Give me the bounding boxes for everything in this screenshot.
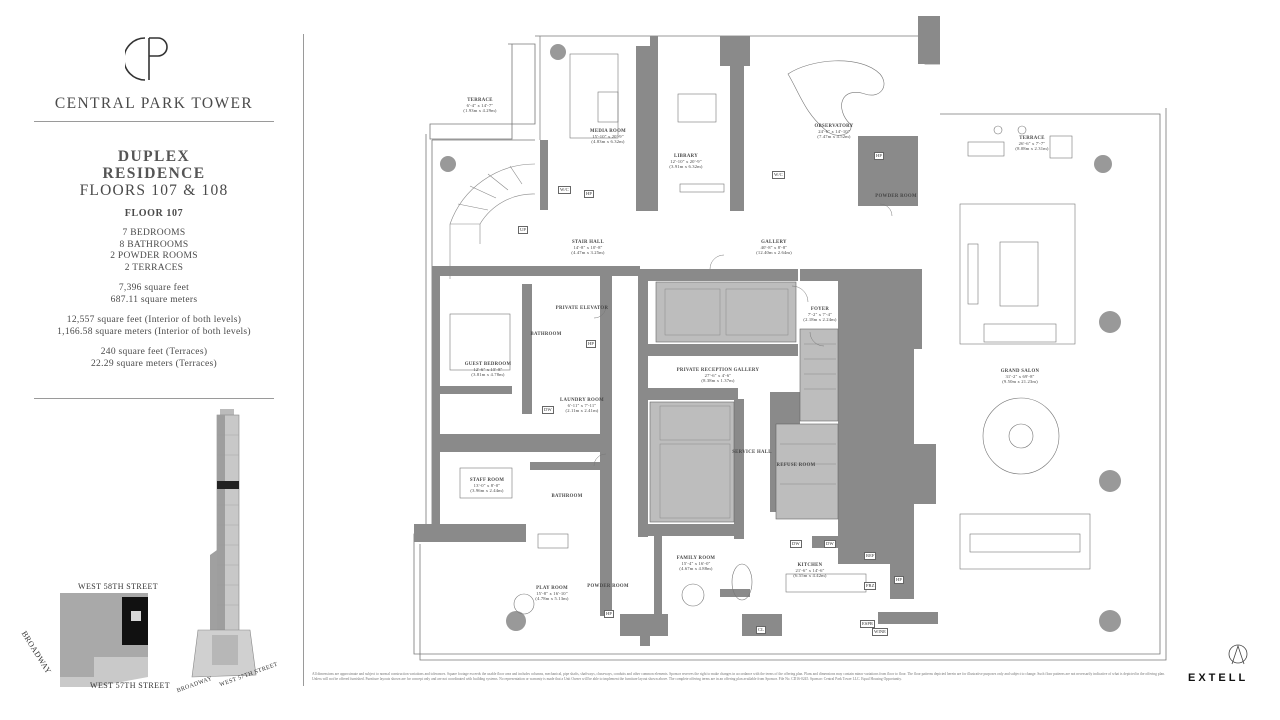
area-terraces-sqm: 22.29 square meters (Terraces): [91, 358, 217, 369]
area-terraces: 240 square feet (Terraces) 22.29 square …: [34, 347, 274, 370]
tag-ref: REF: [864, 552, 877, 560]
site-key-map: [60, 593, 148, 687]
tag-hp: HP: [586, 340, 596, 348]
area-floor: 7,396 square feet 687.11 square meters: [34, 283, 274, 306]
info-panel: CENTRAL PARK TOWER DUPLEX RESIDENCE FLOO…: [0, 0, 305, 720]
area-floor-sqft: 7,396 square feet: [118, 283, 190, 293]
tag-frz: FRZ: [864, 582, 877, 590]
area-total: 12,557 square feet (Interior of both lev…: [34, 315, 274, 338]
divider: [34, 121, 274, 122]
north-arrow-icon: [1228, 644, 1248, 665]
room-bathroom-guest: BATHROOM: [530, 332, 562, 337]
tag-hp: HP: [874, 152, 884, 160]
tag-dw: DW: [542, 406, 554, 414]
tag-hp: HP: [584, 190, 594, 198]
area-total-sqft: 12,557 square feet (Interior of both lev…: [66, 315, 242, 325]
room-private-elevator: PRIVATE ELEVATOR: [555, 306, 609, 311]
tag-up: UP: [518, 226, 528, 234]
count-bathrooms: 8 BATHROOMS: [119, 239, 189, 250]
tag-hp: HP: [604, 610, 614, 618]
floor-plan-drawing: [413, 16, 1167, 661]
panel-divider: [303, 34, 304, 686]
count-powder-rooms: 2 POWDER ROOMS: [110, 251, 198, 261]
tag-cl: CL: [756, 626, 766, 634]
divider: [34, 398, 274, 399]
residence-info: DUPLEX RESIDENCE FLOORS 107 & 108 FLOOR …: [34, 148, 274, 370]
room-powder-north: POWDER ROOM: [875, 194, 917, 199]
street-label-south: WEST 57TH STREET: [90, 681, 171, 690]
room-service-hall: SERVICE HALL: [732, 450, 772, 455]
floor-label: FLOOR 107: [124, 208, 184, 219]
floors-title: FLOORS 107 & 108: [79, 182, 229, 199]
area-total-sqm: 1,166.58 square meters (Interior of both…: [57, 326, 251, 337]
tag-wic-east: W/C: [772, 171, 785, 179]
tag-espr: ESPR: [860, 620, 875, 628]
tag-dw: DW: [790, 540, 802, 548]
tag-wine: WINE: [872, 628, 888, 636]
brand-name: CENTRAL PARK TOWER: [54, 95, 254, 112]
room-bathroom-staff: BATHROOM: [551, 494, 583, 499]
area-terraces-sqft: 240 square feet (Terraces): [100, 347, 208, 357]
count-bedrooms: 7 BEDROOMS: [122, 228, 186, 238]
title-line1: DUPLEX: [117, 148, 191, 165]
tag-hp: HP: [894, 576, 904, 584]
tower-elevation-illustration: [191, 409, 257, 678]
tag-dw: DW: [824, 540, 836, 548]
room-powder-south: POWDER ROOM: [587, 584, 629, 589]
central-park-tower-logo: [125, 37, 168, 81]
street-label-north: WEST 58TH STREET: [78, 582, 159, 591]
developer-logo: EXTELL: [1188, 672, 1249, 684]
count-terraces: 2 TERRACES: [124, 262, 184, 273]
title-line2: RESIDENCE: [102, 165, 206, 182]
tag-wic-west: W/C: [558, 186, 571, 194]
room-counts: 7 BEDROOMS 8 BATHROOMS 2 POWDER ROOMS 2 …: [34, 228, 274, 274]
legal-disclaimer: All dimensions are approximate and subje…: [312, 672, 1165, 681]
room-refuse: REFUSE ROOM: [776, 463, 816, 468]
area-floor-sqm: 687.11 square meters: [110, 294, 198, 305]
